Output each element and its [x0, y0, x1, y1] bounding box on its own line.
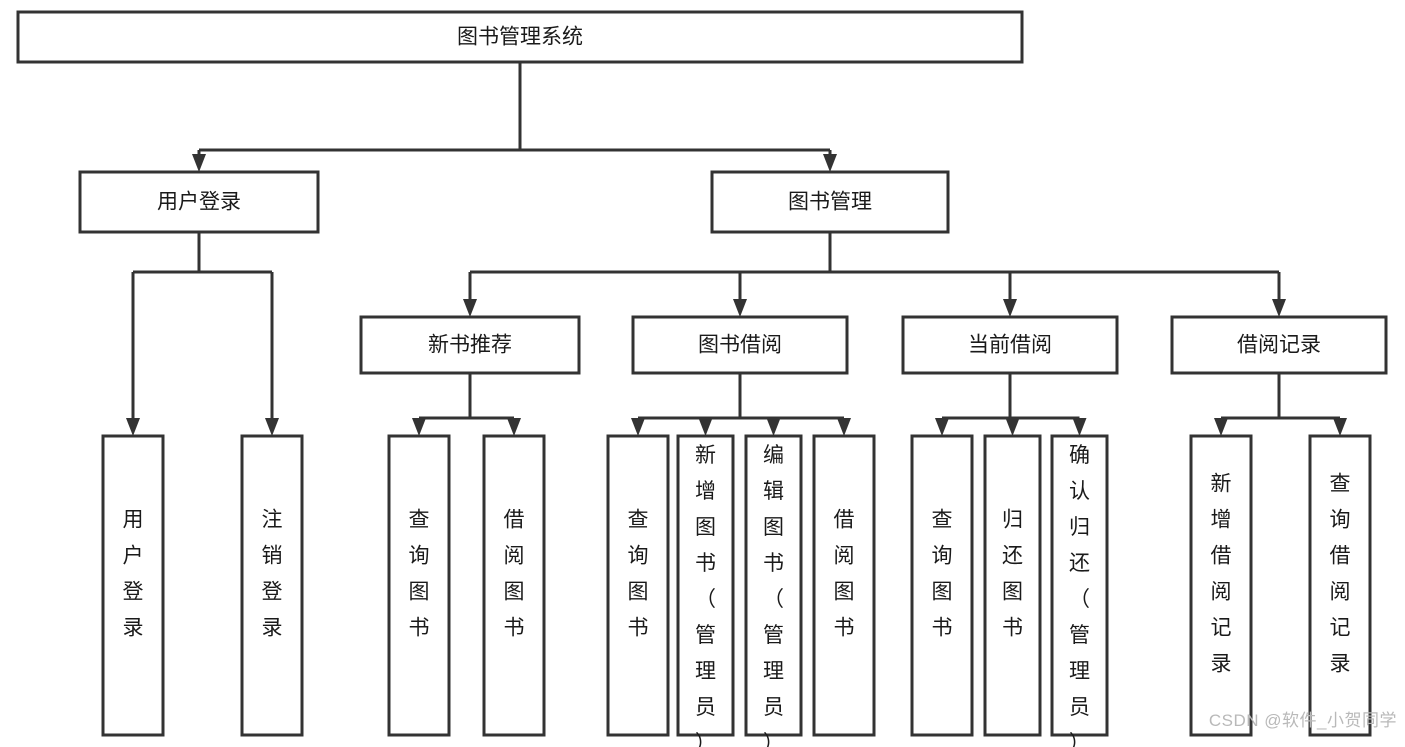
arrow-head-book-borrow-to-leaf-edit-book	[766, 418, 781, 436]
node-leaf-query-record[interactable]: 查询借阅记录	[1308, 434, 1372, 737]
node-box-leaf-confirm-return	[1050, 434, 1109, 737]
node-box-leaf-logout-login	[240, 434, 304, 737]
node-label-leaf-add-book: 新增图书（管理员）	[695, 444, 716, 747]
node-box-leaf-borrow-book	[812, 434, 876, 737]
node-label-leaf-borrow-book: 借阅图书	[834, 509, 855, 640]
arrow-head-book-manage-to-book-borrow	[733, 299, 747, 317]
node-leaf-query-book-current[interactable]: 查询图书	[910, 434, 974, 737]
node-box-current-borrow	[901, 315, 1119, 375]
arrow-head-new-book-recommend-to-leaf-query-book-new	[412, 418, 426, 436]
node-label-leaf-query-book-borrow: 查询图书	[628, 509, 649, 640]
node-label-leaf-edit-book: 编辑图书（管理员）	[763, 444, 784, 747]
node-box-leaf-query-book-new	[387, 434, 451, 737]
node-label-leaf-add-record: 新增借阅记录	[1211, 473, 1232, 676]
arrow-head-current-borrow-to-leaf-confirm-return	[1072, 418, 1087, 436]
node-box-leaf-return-book	[983, 434, 1042, 737]
node-label-root: 图书管理系统	[457, 26, 583, 49]
node-leaf-add-book[interactable]: 新增图书（管理员）	[676, 434, 735, 747]
arrow-head-current-borrow-to-leaf-query-book-current	[935, 418, 949, 436]
node-book-manage[interactable]: 图书管理	[710, 170, 950, 234]
node-borrow-record[interactable]: 借阅记录	[1170, 315, 1388, 375]
arrow-head-new-book-recommend-to-leaf-borrow-book-new	[507, 418, 521, 436]
node-label-borrow-record: 借阅记录	[1237, 334, 1321, 357]
arrow-head-borrow-record-to-leaf-query-record	[1333, 418, 1347, 436]
node-book-borrow[interactable]: 图书借阅	[631, 315, 849, 375]
node-layer: 图书管理系统用户登录图书管理新书推荐图书借阅当前借阅借阅记录用户登录注销登录查询…	[16, 10, 1388, 747]
node-new-book-recommend[interactable]: 新书推荐	[359, 315, 581, 375]
node-box-book-manage	[710, 170, 950, 234]
node-box-new-book-recommend	[359, 315, 581, 375]
node-leaf-borrow-book-new[interactable]: 借阅图书	[482, 434, 546, 737]
node-box-leaf-query-book-borrow	[606, 434, 670, 737]
arrow-head-root-to-book-manage	[823, 154, 837, 172]
node-label-leaf-user-login: 用户登录	[123, 509, 144, 640]
node-label-current-borrow: 当前借阅	[968, 334, 1052, 357]
node-leaf-confirm-return[interactable]: 确认归还（管理员）	[1050, 434, 1109, 747]
node-leaf-return-book[interactable]: 归还图书	[983, 434, 1042, 737]
node-leaf-borrow-book[interactable]: 借阅图书	[812, 434, 876, 737]
node-leaf-add-record[interactable]: 新增借阅记录	[1189, 434, 1253, 737]
node-box-book-borrow	[631, 315, 849, 375]
node-leaf-query-book-new[interactable]: 查询图书	[387, 434, 451, 737]
node-label-leaf-query-book-current: 查询图书	[932, 509, 953, 640]
node-box-leaf-borrow-book-new	[482, 434, 546, 737]
node-box-root	[16, 10, 1024, 64]
node-label-book-manage: 图书管理	[788, 191, 872, 214]
node-root[interactable]: 图书管理系统	[16, 10, 1024, 64]
node-label-book-borrow: 图书借阅	[698, 334, 782, 357]
arrow-head-book-manage-to-borrow-record	[1272, 299, 1286, 317]
arrow-head-user-login-to-leaf-logout-login	[265, 418, 279, 436]
node-box-leaf-add-book	[676, 434, 735, 737]
node-label-leaf-query-record: 查询借阅记录	[1330, 473, 1351, 676]
node-leaf-edit-book[interactable]: 编辑图书（管理员）	[744, 434, 803, 747]
node-current-borrow[interactable]: 当前借阅	[901, 315, 1119, 375]
connector-layer	[126, 62, 1347, 436]
node-label-leaf-return-book: 归还图书	[1002, 509, 1023, 640]
arrow-head-book-borrow-to-leaf-query-book-borrow	[631, 418, 645, 436]
arrow-head-borrow-record-to-leaf-add-record	[1214, 418, 1228, 436]
arrow-head-book-borrow-to-leaf-borrow-book	[837, 418, 851, 436]
node-box-leaf-query-record	[1308, 434, 1372, 737]
node-leaf-user-login[interactable]: 用户登录	[101, 434, 165, 737]
arrow-head-user-login-to-leaf-user-login	[126, 418, 140, 436]
node-box-leaf-query-book-current	[910, 434, 974, 737]
node-label-leaf-confirm-return: 确认归还（管理员）	[1069, 444, 1090, 747]
arrow-head-current-borrow-to-leaf-return-book	[1005, 418, 1020, 436]
arrow-head-book-manage-to-new-book-recommend	[463, 299, 477, 317]
arrow-head-book-borrow-to-leaf-add-book	[698, 418, 713, 436]
node-label-user-login: 用户登录	[157, 191, 241, 214]
node-box-leaf-user-login	[101, 434, 165, 737]
node-box-leaf-add-record	[1189, 434, 1253, 737]
arrow-head-root-to-user-login	[192, 154, 206, 172]
node-label-leaf-query-book-new: 查询图书	[409, 509, 430, 640]
node-box-leaf-edit-book	[744, 434, 803, 737]
node-label-leaf-borrow-book-new: 借阅图书	[504, 509, 525, 640]
arrow-head-book-manage-to-current-borrow	[1003, 299, 1017, 317]
node-leaf-query-book-borrow[interactable]: 查询图书	[606, 434, 670, 737]
node-leaf-logout-login[interactable]: 注销登录	[240, 434, 304, 737]
node-user-login[interactable]: 用户登录	[78, 170, 320, 234]
node-label-leaf-logout-login: 注销登录	[262, 509, 283, 640]
node-box-borrow-record	[1170, 315, 1388, 375]
node-box-user-login	[78, 170, 320, 234]
node-label-new-book-recommend: 新书推荐	[428, 334, 512, 357]
